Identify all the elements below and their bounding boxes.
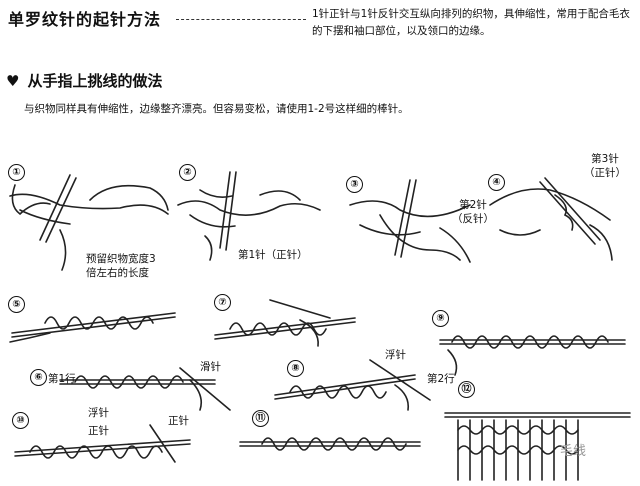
step8-row-label: 第2行 — [427, 373, 455, 385]
section-title: 从手指上挑线的做法 — [27, 72, 163, 90]
step12-illustration — [444, 412, 631, 481]
heart-icon: ♥ — [6, 72, 20, 90]
step-number: ③ — [346, 176, 363, 193]
step-number: ⑦ — [214, 294, 231, 311]
step-number: ⑩ — [12, 412, 29, 429]
step-number: ⑪ — [252, 410, 269, 427]
step4-illustration — [489, 177, 613, 261]
section-intro: 与织物同样具有伸缩性，边缘整齐漂亮。但容易变松，请使用1-2号这样细的棒针。 — [24, 103, 409, 115]
step6-illustration — [59, 367, 231, 411]
step5-illustration — [9, 312, 176, 343]
page-title: 单罗纹针的起针方法 — [8, 10, 162, 29]
step7-illustration — [214, 299, 356, 347]
step-number: ⑫ — [458, 381, 475, 398]
step8-illustration — [274, 359, 431, 411]
step-number: ② — [179, 164, 196, 181]
step4-label: 第3针 （正针） — [584, 153, 626, 179]
step2-illustration — [177, 171, 321, 261]
step10-illustration — [14, 424, 191, 463]
section-heading: ♥ 从手指上挑线的做法 — [6, 70, 162, 91]
step1-illustration — [9, 174, 169, 271]
step3-illustration — [349, 179, 471, 263]
step-number: ⑤ — [8, 296, 25, 313]
title-description: 1针正针与1针反针交互纵向排列的织物，具伸缩性，常用于配合毛衣的下摆和袖口部位，… — [312, 8, 630, 37]
step9-illustration — [439, 335, 626, 376]
step6-slip-label: 滑针 — [200, 361, 221, 373]
title-divider — [176, 19, 306, 20]
step2-label: 第1针（正针） — [238, 249, 308, 261]
step1-note: 预留织物宽度3 倍左右的长度 — [86, 253, 156, 279]
step6-row-label: 第1行 — [48, 373, 76, 385]
step10-knit-label-a: 正针 — [88, 425, 109, 437]
step-number: ⑨ — [432, 310, 449, 327]
step-number: ⑥ — [30, 369, 47, 386]
step-number: ④ — [488, 174, 505, 191]
step3-label: 第2针 （反针） — [452, 199, 494, 225]
step-number: ⑧ — [287, 360, 304, 377]
step11-illustration — [239, 437, 421, 451]
watermark: 毛线 — [560, 444, 587, 459]
step8-float-label: 浮针 — [385, 349, 406, 361]
step-number: ① — [8, 164, 25, 181]
step10-knit-label-b: 正针 — [168, 415, 189, 427]
step10-float-label: 浮针 — [88, 407, 109, 419]
